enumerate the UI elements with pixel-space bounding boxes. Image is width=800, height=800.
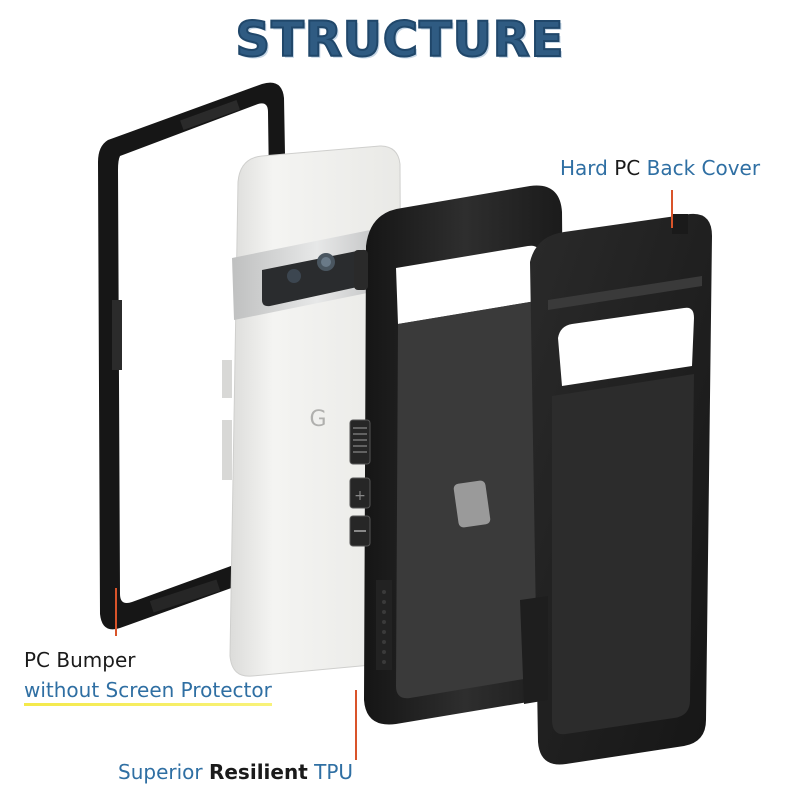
back-cover-label-part2: PC: [614, 156, 641, 180]
svg-text:+: +: [354, 488, 366, 504]
bumper-label: PC Bumper: [24, 648, 136, 672]
tpu-label-part3: TPU: [307, 760, 354, 784]
tpu-inner-case: +: [349, 185, 566, 725]
page-title: STRUCTURE: [235, 11, 565, 69]
bumper-label-part2: Bumper: [50, 648, 136, 672]
tpu-label-part1: Superior: [118, 760, 209, 784]
back-cover-label-part3: Back Cover: [640, 156, 761, 180]
bumper-label-part1: PC: [24, 648, 51, 672]
tpu-label-part2: Resilient: [208, 760, 308, 784]
pc-back-cover: [520, 213, 712, 765]
no-screen-protector-label: without Screen Protector: [24, 678, 272, 706]
pointer-lines: [115, 190, 673, 760]
no-screen-protector-text: without Screen Protector: [24, 678, 272, 702]
phone-logo: G: [309, 407, 326, 432]
tpu-label: Superior Resilient TPU: [118, 760, 353, 784]
back-cover-label-part1: Hard: [560, 156, 615, 180]
back-cover-label: Hard PC Back Cover: [560, 156, 760, 180]
highlight-underline: [24, 703, 272, 706]
